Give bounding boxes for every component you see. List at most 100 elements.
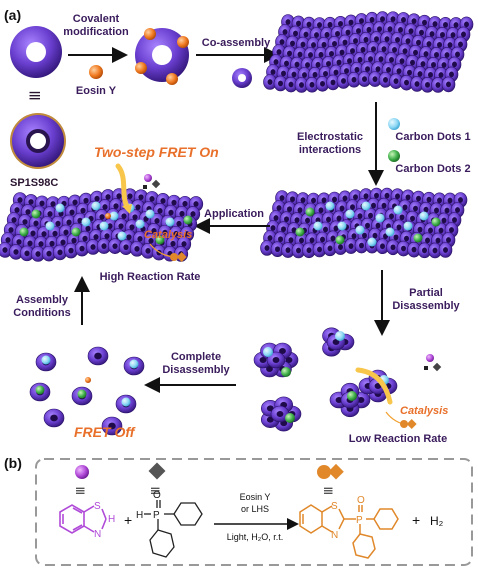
carbon-dot-2-legend (388, 150, 400, 162)
complete-disassembly-label-1: Complete (171, 351, 221, 363)
hydrogen-product: H₂ (430, 514, 444, 528)
carbon-dot-1 (41, 355, 51, 365)
equivalence-mark: ||| (29, 91, 41, 100)
carbon-dot-1 (393, 205, 403, 215)
fret-flow-arrow-bottom (355, 367, 393, 405)
atom-p1: P (153, 510, 160, 521)
equiv-3: ||| (324, 487, 334, 495)
atom-p2: P (356, 515, 363, 526)
complete-disassembly-label-2: Disassembly (162, 364, 230, 376)
carbon-dot-2 (35, 385, 45, 395)
carbon-dot-1 (335, 331, 345, 341)
product-symbol-bottom (400, 419, 417, 429)
benzothiazole-molecule (59, 504, 107, 534)
carbon-dot-2 (281, 367, 291, 377)
eosin-dot (85, 377, 91, 383)
plus-1: + (124, 512, 132, 528)
carbon-dot-1 (55, 203, 65, 213)
application-label: Application (204, 208, 264, 220)
atom-h2: H (136, 510, 143, 521)
carbon-dot-2 (71, 227, 81, 237)
carbon-dot-2 (413, 233, 423, 243)
equiv-1: ||| (76, 487, 86, 495)
carbon-dot-1 (129, 359, 139, 369)
atom-o1: O (153, 490, 161, 501)
carbon-dot-1-legend (388, 118, 400, 130)
carbon-dot-2 (335, 235, 345, 245)
two-step-fret-label: Two-step FRET On (94, 144, 219, 160)
fret-arrow-head (122, 204, 132, 214)
assembly-conditions-label-1: Assembly (16, 294, 69, 306)
carbon-dots-2-label: Carbon Dots 2 (395, 163, 470, 175)
carbon-dot-2 (347, 391, 357, 401)
low-reaction-rate-label: Low Reaction Rate (349, 433, 447, 445)
fret-off-label: FRET Off (74, 424, 136, 440)
product-molecule (299, 504, 399, 559)
atom-h1: H (108, 514, 115, 525)
carbon-dot-1 (109, 211, 119, 221)
conditions-label: Light, H₂O, r.t. (227, 532, 284, 542)
carbon-dot-1 (403, 221, 413, 231)
fret-flow-arrow (115, 163, 131, 211)
sp1s98c-ring (10, 113, 66, 169)
nanosheet-top (263, 11, 474, 93)
catalysis-top-label: Catalysis (144, 229, 192, 241)
carbon-dot-1 (355, 225, 365, 235)
atom-s2: S (331, 501, 338, 512)
covalent-label-2: modification (63, 26, 129, 38)
nanosheet-fret-on (0, 188, 204, 262)
eosin-dot (105, 213, 111, 219)
atom-s1: S (94, 501, 101, 512)
reagent-line-1: Eosin Y (240, 492, 271, 502)
carbon-dot-1 (81, 217, 91, 227)
eosin-y-dot (89, 65, 103, 79)
panel-b-label: (b) (4, 455, 22, 471)
benzothiazole-symbol (75, 465, 89, 479)
carbon-dot-1 (325, 201, 335, 211)
partial-disassembly-label-2: Disassembly (392, 300, 460, 312)
partial-clusters (253, 327, 398, 432)
carbon-dot-1 (117, 231, 127, 241)
carbon-dot-1 (385, 227, 395, 237)
carbon-dot-2 (305, 207, 315, 217)
carbon-dot-2 (155, 235, 165, 245)
reaction-box (35, 458, 473, 566)
atom-o2: O (357, 495, 365, 506)
atom-n2: N (331, 530, 338, 541)
carbon-dot-2 (431, 217, 441, 227)
reactant-symbols-top (143, 174, 161, 189)
protein-name: SP1S98C (10, 177, 58, 189)
carbon-dot-1 (145, 209, 155, 219)
sp1-ring-eosin (135, 28, 189, 85)
reactant-symbols-bottom (424, 354, 442, 372)
carbon-dot-1 (367, 237, 377, 247)
partial-disassembly-label-1: Partial (409, 287, 443, 299)
carbon-dot-1 (165, 217, 175, 227)
eosin-y-label: Eosin Y (76, 85, 117, 97)
carbon-dot-1 (419, 211, 429, 221)
carbon-dot-2 (31, 209, 41, 219)
sp1-small-ring (232, 68, 252, 88)
phosphine-oxide-symbol (148, 462, 166, 480)
catalysis-bottom-label: Catalysis (400, 405, 448, 417)
assembly-conditions-label-2: Conditions (13, 307, 70, 319)
carbon-dot-1 (121, 397, 131, 407)
carbon-dot-1 (135, 219, 145, 229)
carbon-dot-1 (375, 213, 385, 223)
diphenylphosphine-oxide-molecule (144, 500, 203, 558)
carbon-dot-1 (345, 209, 355, 219)
product-symbol-top (170, 252, 187, 262)
carbon-dot-2 (285, 413, 295, 423)
co-assembly-label: Co-assembly (202, 37, 271, 49)
nanosheet-with-dots (260, 187, 468, 259)
carbon-dot-2 (19, 227, 29, 237)
carbon-dot-1 (313, 221, 323, 231)
reagent-line-2: or LHS (241, 504, 269, 514)
electrostatic-label-2: interactions (299, 144, 361, 156)
carbon-dots-1-label: Carbon Dots 1 (395, 131, 470, 143)
carbon-dot-2 (295, 227, 305, 237)
atom-n1: N (94, 529, 101, 540)
sp1-ring-plain (10, 26, 62, 78)
